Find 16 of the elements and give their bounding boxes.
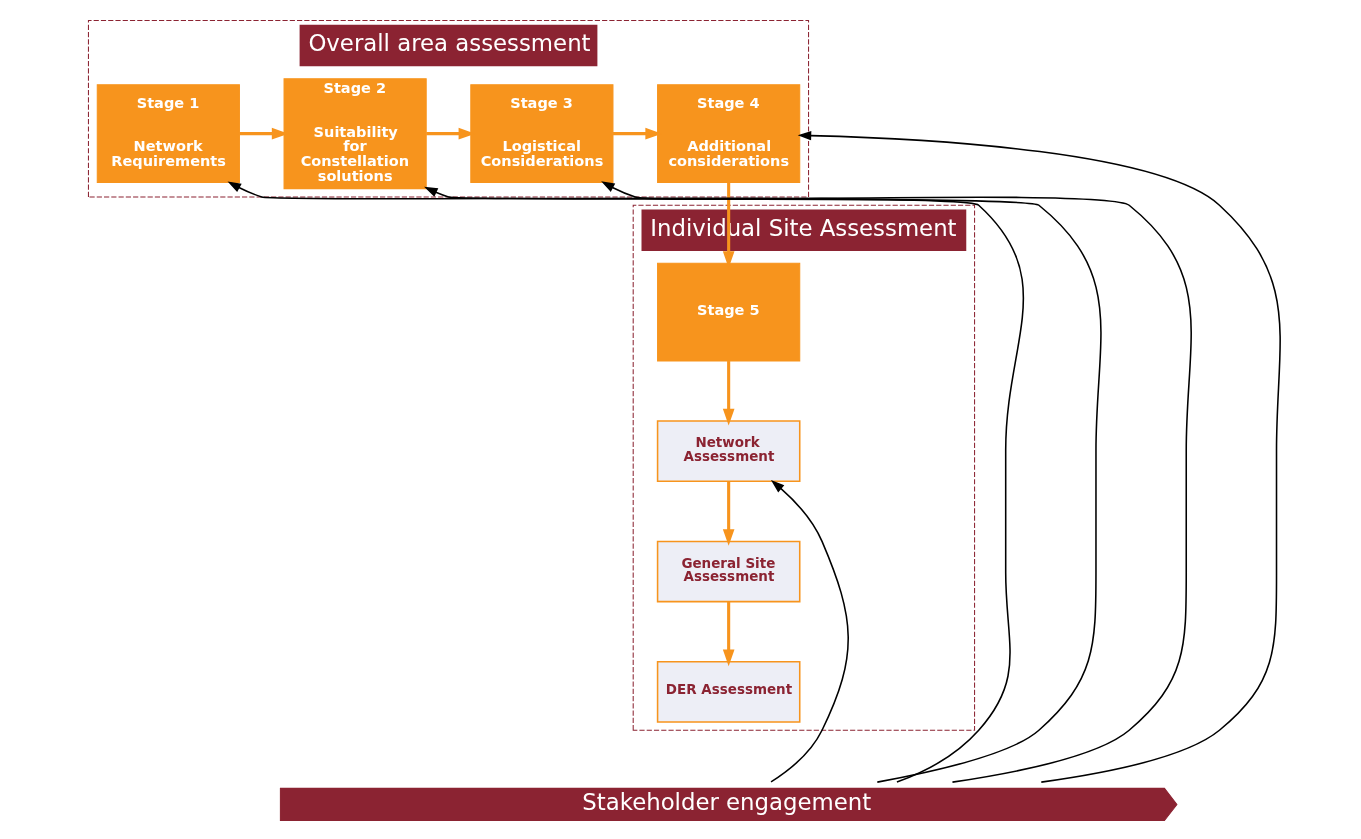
node-box: Stage 4 Additional considerations (657, 84, 801, 183)
arrow (722, 481, 735, 546)
node-box: DER Assessment (656, 661, 801, 723)
arrow (722, 601, 735, 667)
node-box: Network Assessment (656, 420, 801, 482)
arrow (770, 480, 849, 783)
arrow (601, 181, 1192, 783)
node-box: Stage 3 Logistical Considerations (470, 84, 614, 183)
node-box: Stage 5 (657, 262, 801, 362)
node-box: Stage 2 Suitability for Constellation solutions (283, 78, 427, 190)
arrow (227, 181, 1025, 783)
arrow (797, 130, 1281, 783)
arrow (424, 186, 1102, 783)
arrow (722, 361, 735, 426)
node-box: Stage 1 Network Requirements (96, 84, 240, 183)
node-box: General Site Assessment (656, 540, 801, 603)
